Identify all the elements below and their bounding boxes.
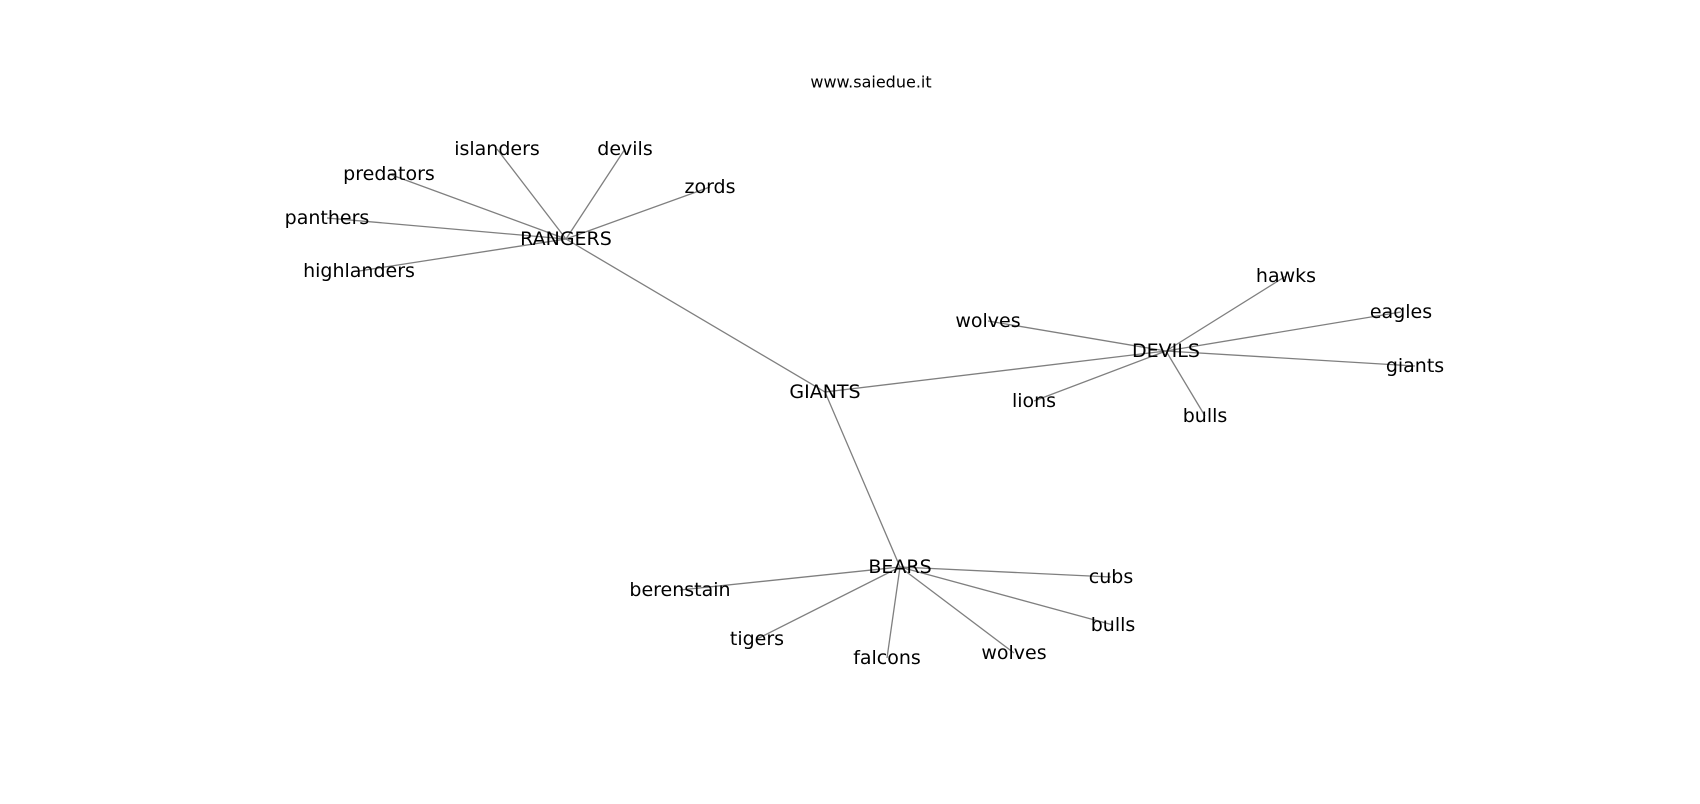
- edge-rangers-highlanders: [358, 238, 567, 272]
- edge-bears-berenstain: [679, 566, 901, 591]
- edge-bears-cubs: [899, 566, 1112, 578]
- edge-devils_hub-lions: [1033, 350, 1167, 402]
- edge-bears-falcons: [886, 566, 901, 659]
- node-label-devils-hub: DEVILS: [1132, 340, 1200, 362]
- watermark: www.saiedue.it: [810, 72, 932, 92]
- node-label-berenstain: berenstain: [629, 579, 730, 601]
- edge-rangers-zords: [565, 186, 711, 240]
- node-label-falcons: falcons: [853, 647, 921, 669]
- edge-devils_hub-giants_leaf: [1165, 350, 1416, 367]
- labels-layer: GIANTS RANGERS DEVILS BEARS islanders devils p…: [285, 138, 1445, 669]
- edge-bears-bulls_bears: [899, 566, 1114, 626]
- node-label-rangers: RANGERS: [520, 228, 612, 250]
- node-label-tigers: tigers: [730, 628, 784, 650]
- edge-devils_hub-eagles: [1165, 311, 1402, 352]
- edge-rangers-islanders: [496, 148, 567, 240]
- node-label-panthers: panthers: [285, 207, 370, 229]
- node-label-predators: predators: [343, 163, 435, 185]
- edges-layer: [326, 148, 1416, 659]
- edge-rangers-predators: [388, 173, 567, 240]
- node-label-wolves-bears: wolves: [981, 642, 1046, 664]
- edge-rangers-devils_leaf: [565, 148, 626, 240]
- edge-devils_hub-wolves_devils: [987, 320, 1167, 352]
- node-label-highlanders: highlanders: [303, 260, 415, 282]
- node-label-bulls-devils: bulls: [1183, 405, 1228, 427]
- node-label-eagles: eagles: [1370, 301, 1432, 323]
- node-label-bears: BEARS: [868, 556, 931, 578]
- edge-giants_hub-rangers: [565, 238, 826, 393]
- edge-bears-tigers: [756, 566, 901, 640]
- edge-giants_hub-bears: [824, 391, 901, 568]
- edge-devils_hub-hawks: [1165, 275, 1287, 352]
- node-label-bulls-bears: bulls: [1091, 614, 1136, 636]
- node-label-islanders: islanders: [454, 138, 540, 160]
- node-label-cubs: cubs: [1089, 566, 1133, 588]
- node-label-devils-leaf: devils: [597, 138, 652, 160]
- node-label-wolves-devils: wolves: [955, 310, 1020, 332]
- edge-bears-wolves_bears: [899, 566, 1015, 654]
- edge-giants_hub-devils_hub: [824, 350, 1167, 393]
- edge-devils_hub-bulls_devils: [1165, 350, 1206, 417]
- node-label-hawks: hawks: [1256, 265, 1316, 287]
- node-label-giants-leaf: giants: [1386, 355, 1444, 377]
- node-label-lions: lions: [1012, 390, 1056, 412]
- edge-rangers-panthers: [326, 217, 567, 240]
- node-label-giants-hub: GIANTS: [789, 381, 860, 403]
- node-label-zords: zords: [684, 176, 735, 198]
